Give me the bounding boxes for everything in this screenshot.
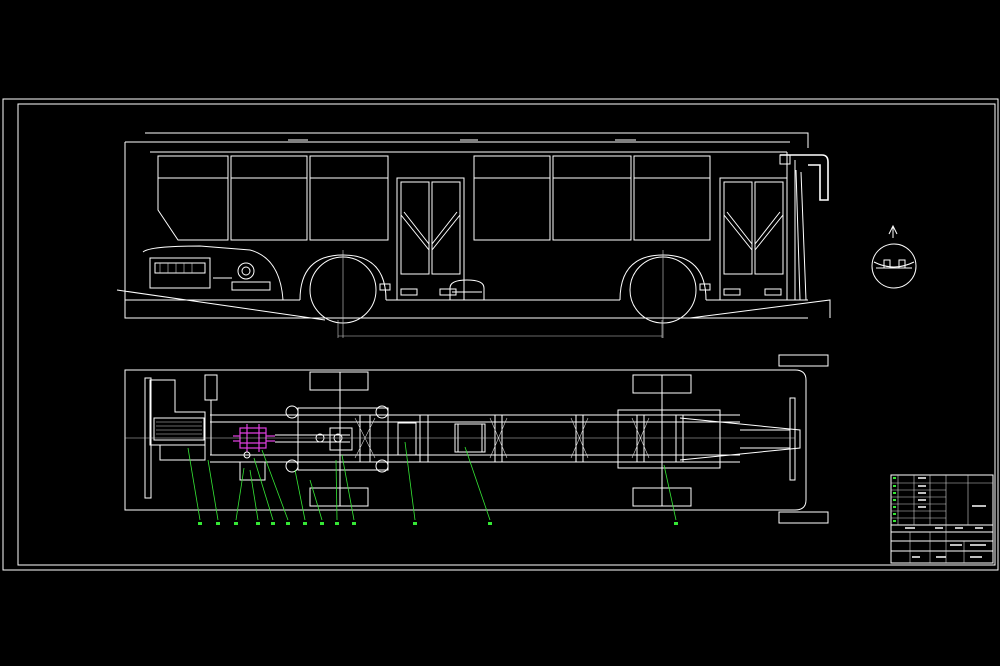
detail-view — [871, 224, 917, 289]
callout-8 — [320, 522, 324, 525]
rear-wheel — [299, 250, 387, 338]
part-callout-leaders — [187, 441, 677, 521]
callout-6 — [286, 522, 290, 525]
drawing-border — [2, 98, 999, 571]
callout-11 — [413, 522, 417, 525]
callout-4 — [256, 522, 260, 525]
engine-compartment — [142, 245, 284, 301]
callout-5 — [271, 522, 275, 525]
rear-axle — [285, 371, 389, 507]
engine-unit-plan — [149, 374, 218, 461]
callout-3 — [234, 522, 238, 525]
callout-13 — [674, 522, 678, 525]
front-axle — [617, 374, 721, 507]
callout-1 — [198, 522, 202, 525]
callout-12 — [488, 522, 492, 525]
front-wheel — [619, 250, 707, 338]
callout-10 — [352, 522, 356, 525]
callout-9 — [335, 522, 339, 525]
callout-2 — [216, 522, 220, 525]
title-block — [890, 474, 994, 564]
part-callout-markers — [198, 522, 678, 525]
callout-7 — [303, 522, 307, 525]
chassis-plan-view — [124, 354, 829, 524]
bus-side-view — [116, 132, 831, 338]
